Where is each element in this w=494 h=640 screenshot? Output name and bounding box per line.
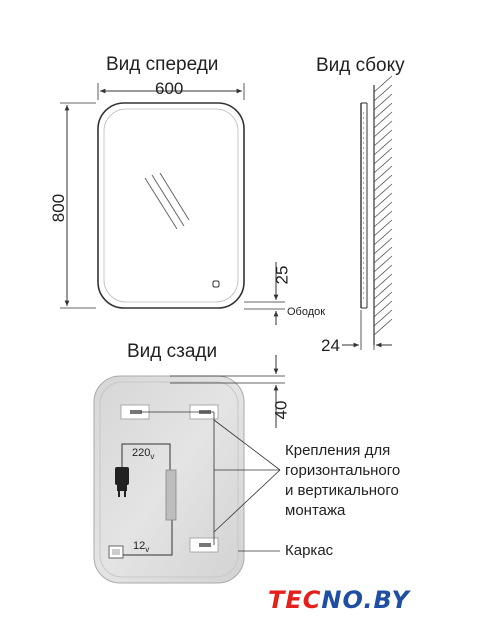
hatch-line — [373, 147, 393, 165]
hatch-line — [373, 255, 393, 273]
hatch-line — [373, 282, 393, 300]
height-dimension-label: 800 — [49, 193, 69, 223]
wiring-lines — [116, 411, 215, 556]
rim-label: Ободок — [287, 306, 326, 318]
voltage-220-label: 220v — [132, 447, 155, 462]
hatch-line — [373, 273, 393, 291]
hatch-line — [373, 309, 393, 327]
hatch-line — [373, 210, 393, 228]
rim-dimension-label: 25 — [272, 265, 292, 285]
hatch-line — [373, 192, 393, 210]
hatch-line — [373, 111, 393, 129]
hatch-line — [373, 228, 393, 246]
side-view-title: Вид сбоку — [316, 55, 405, 76]
back-view-title: Вид сзади — [127, 341, 218, 362]
voltage-12-label: 12v — [133, 540, 150, 555]
led-driver-block — [165, 469, 177, 521]
mount-bracket — [189, 537, 219, 553]
hatch-line — [373, 129, 393, 147]
hatch-line — [373, 219, 393, 237]
hatch-line — [373, 264, 393, 282]
hatch-line — [373, 237, 393, 255]
hatch-line — [373, 246, 393, 264]
hatch-line — [373, 183, 393, 201]
mounts-description: Крепления для горизонтального и вертикал… — [285, 442, 401, 519]
power-plug-icon — [115, 467, 129, 497]
hatch-line — [373, 138, 393, 156]
touch-switch-icon — [212, 280, 220, 288]
height-dimension-line — [60, 102, 96, 309]
hatch-line — [373, 300, 393, 318]
hatch-line — [373, 75, 393, 93]
hatch-line — [373, 201, 393, 219]
hatch-line — [373, 156, 393, 174]
hatch-line — [373, 174, 393, 192]
mount-offset-dimension-label: 40 — [271, 400, 291, 420]
depth-dimension-line — [342, 310, 392, 350]
hatch-line — [373, 84, 393, 102]
depth-dimension-label: 24 — [321, 336, 340, 355]
rim-dimension-line — [244, 262, 285, 325]
hatch-line — [373, 93, 393, 111]
mount-offset-dimension-line — [170, 355, 285, 428]
wall-hatching — [373, 75, 393, 336]
hatch-line — [373, 318, 393, 336]
switch-connector-icon — [108, 545, 124, 559]
frame-label: Каркас — [285, 542, 334, 559]
front-view-mirror — [97, 102, 245, 309]
mounts-leader-lines — [213, 419, 281, 533]
hatch-line — [373, 165, 393, 183]
hatch-line — [373, 120, 393, 138]
hatch-line — [373, 102, 393, 120]
tecno-by-logo: TECNO.BY — [268, 586, 410, 614]
width-dimension-label: 600 — [155, 79, 184, 98]
width-dimension-line — [97, 83, 245, 100]
front-view-title: Вид спереди — [106, 54, 219, 75]
hatch-line — [373, 291, 393, 309]
mount-bracket — [120, 404, 150, 420]
side-view-profile — [360, 85, 375, 345]
